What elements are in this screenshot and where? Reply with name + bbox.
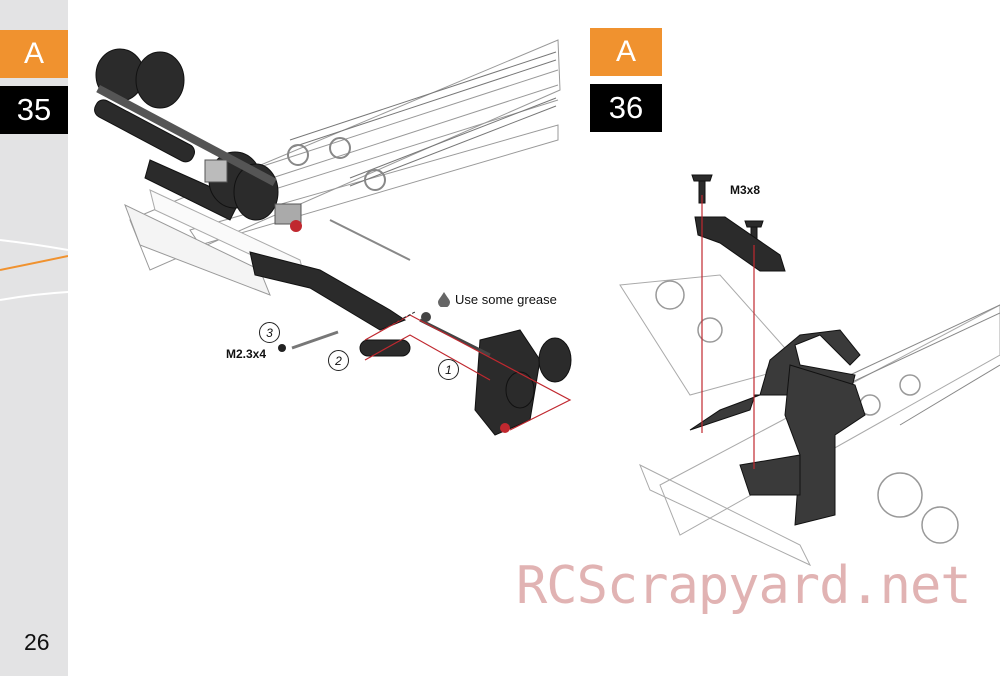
grease-drop-icon [438,292,450,307]
substep-marker: 3 [259,322,280,343]
screw-size-label: M2.3x4 [226,347,267,361]
page-number: 26 [24,629,50,655]
watermark: RCScrapyard.net [516,556,972,616]
sidebar-swoosh [0,239,68,301]
section-letter-tag: A [0,30,68,78]
step-number-tag: 36 [590,84,662,132]
substep-marker: 2 [328,350,349,371]
screw-size-label: M3x8 [730,183,761,197]
step-35-assembly-drawing [94,39,572,436]
substep-marker: 1 [438,359,459,380]
grease-note: Use some grease [437,291,557,307]
section-letter-tag: A [590,28,662,76]
grease-note-text: Use some grease [455,291,557,307]
step-36-assembly-drawing [619,174,1000,567]
step-number-tag: 35 [0,86,68,134]
